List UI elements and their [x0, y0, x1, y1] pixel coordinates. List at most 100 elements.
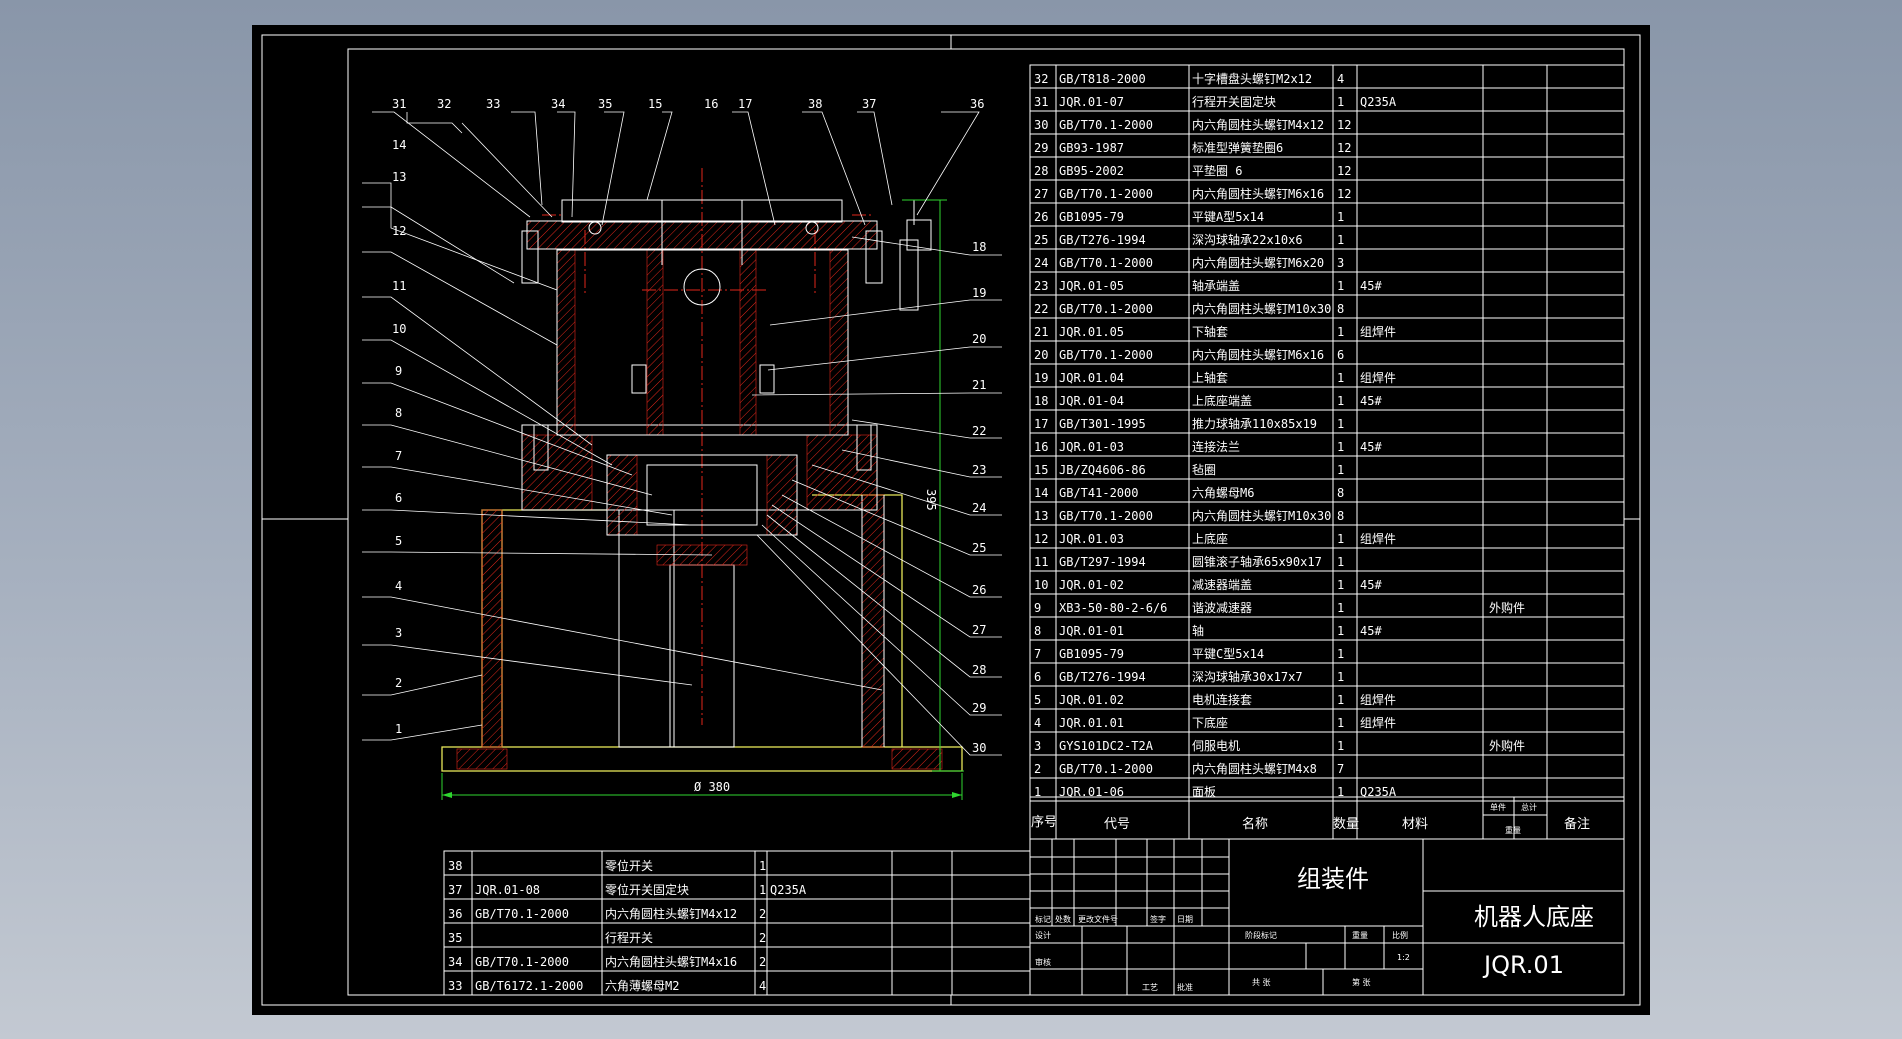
tb-scale-value: 1:2 [1397, 953, 1410, 962]
bom-upper-row-cell: JB/ZQ4606-86 [1059, 463, 1146, 477]
bom-upper-row-cell: 4 [1337, 72, 1344, 86]
bom-upper-row-cell: 18 [1034, 394, 1048, 408]
bom-upper-row-cell: GB/T70.1-2000 [1059, 302, 1153, 316]
balloon-16: 16 [704, 97, 718, 111]
bom-lower-row-cell: 行程开关 [605, 930, 653, 945]
bom-upper-row-cell: 外购件 [1489, 738, 1525, 753]
balloon-37: 37 [862, 97, 876, 111]
balloon-6: 6 [395, 491, 402, 505]
title-block: 标记 处数 更改文件号 签字 日期 设计 阶段标记 重量 比例 审核 工艺 共 … [1029, 838, 1625, 996]
bom-upper-row-cell: 连接法兰 [1192, 439, 1240, 454]
balloon-1: 1 [395, 722, 402, 736]
bom-upper-row-cell: 1 [1034, 785, 1041, 799]
balloon-30: 30 [972, 741, 986, 755]
bom-upper-row-cell: GB/T70.1-2000 [1059, 256, 1153, 270]
bom-upper-row-cell: 1 [1337, 233, 1344, 247]
bom-upper-row-cell: 1 [1337, 210, 1344, 224]
bom-header-material: 材料 [1402, 817, 1428, 832]
bom-upper-row-cell: Q235A [1360, 785, 1397, 799]
balloons-right: 18 19 20 21 22 23 24 25 26 27 28 29 30 [972, 240, 986, 755]
balloon-29: 29 [972, 701, 986, 715]
bom-upper-row-cell: 1 [1337, 670, 1344, 684]
bom-upper-row-cell: GB/T276-1994 [1059, 233, 1146, 247]
bom-upper-row-cell: 减速器端盖 [1192, 578, 1252, 592]
bom-upper-row-cell: 17 [1034, 417, 1048, 431]
tb-review: 审核 [1035, 957, 1051, 967]
bom-upper-row-cell: 6 [1034, 670, 1041, 684]
bom-upper-row-cell: 7 [1034, 647, 1041, 661]
bom-upper-row-cell: 内六角圆柱头螺钉M10x30 [1192, 301, 1331, 316]
bom-upper-row-cell: 15 [1034, 463, 1048, 477]
bom-upper-row-cell: JQR.01-07 [1059, 95, 1124, 109]
balloon-21: 21 [972, 378, 986, 392]
balloons-left: 14 13 12 11 10 9 8 7 6 5 4 3 2 1 [392, 138, 406, 736]
bom-upper-row-cell: XB3-50-80-2-6/6 [1059, 601, 1167, 615]
bom-upper-row-cell: 26 [1034, 210, 1048, 224]
balloon-24: 24 [972, 501, 986, 515]
bom-upper-row-cell: 内六角圆柱头螺钉M6x20 [1192, 255, 1324, 270]
bom-upper-row-cell: 电机连接套 [1192, 692, 1252, 707]
bom-upper-row-cell: GB/T70.1-2000 [1059, 118, 1153, 132]
bom-upper-row-cell: 6 [1337, 348, 1344, 362]
bom-lower-row-cell: 2 [759, 907, 766, 921]
balloon-35: 35 [598, 97, 612, 111]
bom-upper-row-cell: 4 [1034, 716, 1041, 730]
balloon-33: 33 [486, 97, 500, 111]
bom-upper-row-cell: GB/T70.1-2000 [1059, 509, 1153, 523]
bom-upper-row-cell: GB/T301-1995 [1059, 417, 1146, 431]
bom-upper-row-cell: JQR.01-04 [1059, 394, 1124, 408]
balloon-36: 36 [970, 97, 984, 111]
dim-height-label: 395 [924, 489, 938, 511]
bom-lower-row-cell: 内六角圆柱头螺钉M4x12 [605, 906, 737, 921]
bom-upper-row-cell: 1 [1337, 463, 1344, 477]
bom-upper-row-cell: 1 [1337, 578, 1344, 592]
bom-upper-row-cell: 面板 [1192, 785, 1216, 799]
tb-change-doc: 更改文件号 [1078, 914, 1118, 924]
balloons-top: 31 32 33 34 35 15 16 17 38 37 36 [392, 97, 984, 111]
bom-upper-row-cell: Q235A [1360, 95, 1397, 109]
bom-upper-row-cell: 45# [1360, 279, 1382, 293]
balloon-11: 11 [392, 279, 406, 293]
bom-upper-row-cell: 平键C型5x14 [1192, 647, 1264, 661]
bom-lower-row-cell: 1 [759, 859, 766, 873]
assembly-section-view: Ø 380 395 [441, 168, 964, 800]
bom-upper-row-cell: 13 [1034, 509, 1048, 523]
bom-lower-row-cell: JQR.01-08 [475, 883, 540, 897]
bom-upper-row-cell: JQR.01.02 [1059, 693, 1124, 707]
tb-sheets-total: 共 张 [1252, 978, 1271, 987]
cad-drawing: Ø 380 395 [261, 34, 1641, 1006]
balloon-3: 3 [395, 626, 402, 640]
balloon-10: 10 [392, 322, 406, 336]
bom-upper-row-cell: 上底座 [1192, 531, 1228, 546]
tb-design: 设计 [1035, 930, 1051, 940]
bom-upper-row-cell: 8 [1034, 624, 1041, 638]
bom-upper-row-cell: 1 [1337, 325, 1344, 339]
bom-upper-row-cell: 14 [1034, 486, 1048, 500]
balloon-20: 20 [972, 332, 986, 346]
bom-upper-row-cell: 45# [1360, 394, 1382, 408]
balloon-8: 8 [395, 406, 402, 420]
bom-header-no: 序号 [1031, 815, 1057, 830]
bom-lower-row-cell: 37 [448, 883, 462, 897]
bom-lower-row-cell: 2 [759, 931, 766, 945]
tb-stage: 阶段标记 [1245, 930, 1277, 940]
tb-weight: 重量 [1352, 930, 1368, 940]
bom-upper-row-cell: 内六角圆柱头螺钉M10x30 [1192, 508, 1331, 523]
bom-upper-row-cell: 45# [1360, 440, 1382, 454]
dim-width-label: Ø 380 [694, 780, 730, 794]
bom-upper-row-cell: GB95-2002 [1059, 164, 1124, 178]
bom-upper-row-cell: 45# [1360, 624, 1382, 638]
balloon-7: 7 [395, 449, 402, 463]
balloon-14: 14 [392, 138, 406, 152]
bom-lower-row-cell: 六角薄螺母M2 [605, 978, 679, 993]
bom-upper-row-cell: 谐波减速器 [1192, 601, 1252, 615]
bom-upper-row-cell: 伺服电机 [1192, 739, 1240, 753]
bom-upper-row-cell: GB/T70.1-2000 [1059, 348, 1153, 362]
tb-mark: 标记 [1035, 914, 1051, 924]
bom-upper-row-cell: 30 [1034, 118, 1048, 132]
bom-lower-row-cell: 内六角圆柱头螺钉M4x16 [605, 954, 737, 969]
title-block-name: 机器人底座 [1474, 903, 1594, 931]
bom-upper-row-cell: 27 [1034, 187, 1048, 201]
balloon-15: 15 [648, 97, 662, 111]
